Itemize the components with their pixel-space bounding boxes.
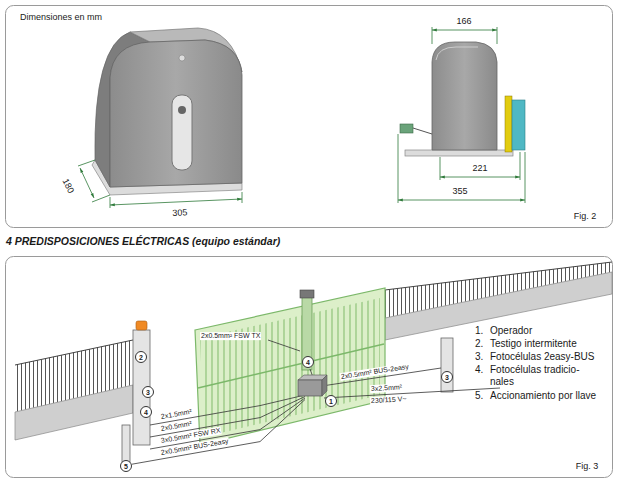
section-heading: 4 PREDISPOSICIONES ELÉCTRICAS (equipo es… <box>6 235 280 248</box>
right-fence <box>385 262 612 340</box>
dimension: 305 <box>172 207 187 218</box>
callout-text: 2 <box>139 354 143 361</box>
callout-text: 4 <box>144 409 148 416</box>
dimension: 355 <box>452 186 467 197</box>
key-text: Accionamiento por llave <box>490 390 602 402</box>
callout-text: 4 <box>306 359 310 366</box>
panel <box>6 6 613 228</box>
caption-text: Dimensiones en mm <box>20 12 102 23</box>
key-number: 5. <box>475 390 483 402</box>
left-fence <box>15 340 133 440</box>
callout-number: 5 <box>120 460 132 472</box>
figure-label: Fig. 3 <box>576 461 599 472</box>
callout-text: 3 <box>146 389 150 396</box>
dimension: 166 <box>456 16 471 27</box>
callout-number: 1 <box>325 395 337 407</box>
callout-number: 2 <box>135 351 147 363</box>
figure-label: Fig. 2 <box>574 211 597 222</box>
callout-text: 1 <box>329 398 333 405</box>
key-number: 3. <box>475 351 483 363</box>
dimension: 221 <box>472 163 487 174</box>
dimension-lines <box>398 27 525 203</box>
right-post <box>441 338 453 392</box>
callout-number: 4 <box>302 356 314 368</box>
key-text: Testigo intermitente <box>490 338 577 350</box>
wire-spec: 2x0.5mm² FSW TX <box>200 332 261 340</box>
key-number: 2. <box>475 338 483 350</box>
operator-3d <box>92 28 242 195</box>
wires <box>132 340 500 464</box>
callout-number: 3 <box>142 386 154 398</box>
callout-number: 4 <box>140 406 152 418</box>
operator <box>298 375 327 396</box>
dimension-lines <box>78 160 242 208</box>
key-number: 1. <box>475 325 483 337</box>
callout-number: 3 <box>441 371 453 383</box>
panel <box>6 257 613 478</box>
key-text: Fotocélulas 2easy-BUS <box>490 351 595 363</box>
key-number: 4. <box>475 364 483 376</box>
callout-text: 5 <box>124 463 128 470</box>
callout-text: 3 <box>445 374 449 381</box>
key-text: Operador <box>490 325 532 337</box>
operator-side-view <box>400 42 525 156</box>
key-text: Fotocélulas tradicio- nales <box>490 364 602 388</box>
sliding-gate <box>195 288 385 445</box>
